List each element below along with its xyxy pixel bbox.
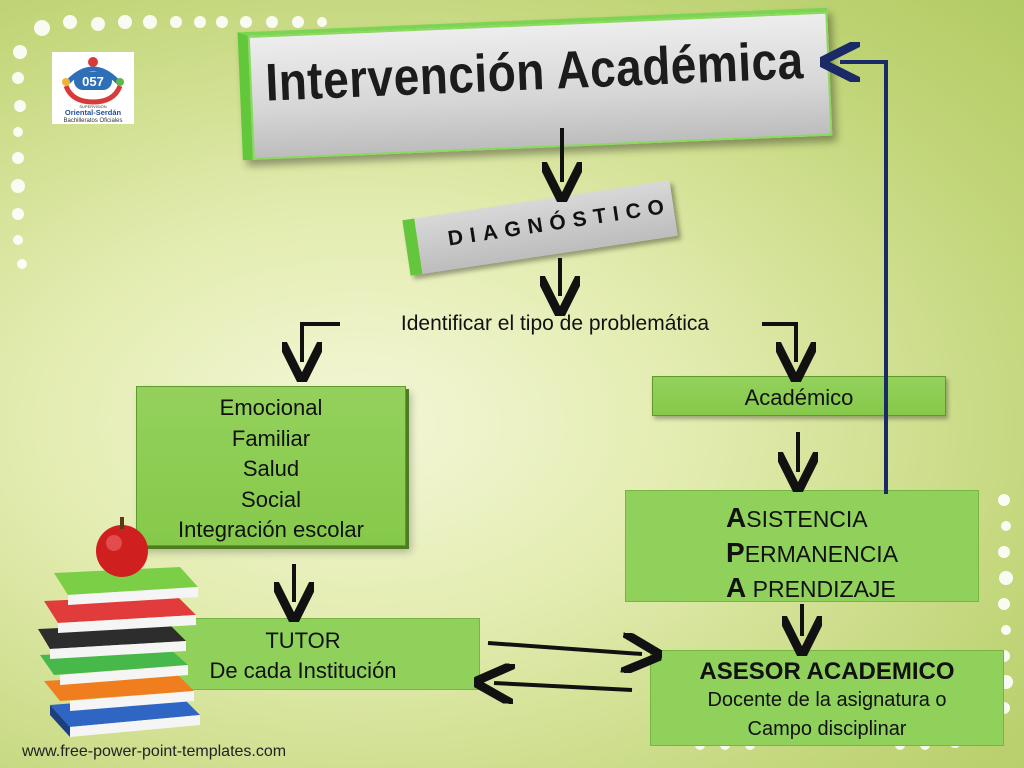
apa-initial-1: A <box>726 502 747 533</box>
apa-initial-2: P <box>726 537 745 568</box>
asistencia-permanencia-aprendizaje-box: ASISTENCIA PERMANENCIA A PRENDIZAJE <box>625 490 979 603</box>
factor-salud: Salud <box>242 456 300 481</box>
factor-emocional: Emocional <box>219 395 323 420</box>
logo-name: Oriental-Serdán <box>65 108 122 117</box>
factor-familiar: Familiar <box>231 425 311 451</box>
book-stack-icon <box>38 567 200 737</box>
apa-line-1: ASISTENCIA <box>726 501 978 536</box>
footer-url: www.free-power-point-templates.com <box>22 743 287 760</box>
apa-rest-3: PRENDIZAJE <box>746 576 896 602</box>
logo-small-text: SUPERVISIÓN <box>79 104 106 109</box>
apa-line-3: A PRENDIZAJE <box>726 571 978 606</box>
books-apple-illustration <box>38 517 200 737</box>
academico-box: Académico <box>652 376 946 416</box>
tutor-subtitle: De cada Institución <box>209 658 397 683</box>
tutor-title: TUTOR <box>265 628 341 653</box>
arrow-identify-to-academico <box>762 322 796 362</box>
logo: 057 SUPERVISIÓN Oriental-Serdán Bachille… <box>52 52 134 124</box>
feedback-arrow-to-title <box>840 62 888 494</box>
asesor-title: ASESOR ACADEMICO <box>699 658 955 685</box>
arrow-tutor-to-asesor <box>487 643 642 654</box>
asesor-line-1: Docente de la asignatura o <box>707 689 947 711</box>
logo-number: 057 <box>82 74 104 89</box>
academico-label: Académico <box>744 385 854 410</box>
asesor-box: ASESOR ACADEMICO Docente de la asignatur… <box>650 650 1004 746</box>
arrow-asesor-to-tutor <box>494 683 633 690</box>
logo-subtitle: Bachilleratos Oficiales <box>63 118 122 124</box>
non-academic-factors-box: Emocional Familiar Salud Social Integrac… <box>136 386 406 546</box>
apa-initial-3: A <box>726 572 747 603</box>
tutor-box: TUTOR De cada Institución <box>126 618 480 690</box>
identify-problem-label: Identificar el tipo de problemática <box>400 312 710 335</box>
apa-rest-1: SISTENCIA <box>746 506 868 532</box>
apa-rest-2: ERMANENCIA <box>744 541 899 567</box>
apple-icon <box>96 517 148 577</box>
apa-line-2: PERMANENCIA <box>726 536 978 571</box>
factor-integracion-escolar: Integración escolar <box>178 517 364 542</box>
logo-emblem-icon: 057 SUPERVISIÓN Oriental-Serdán Bachille… <box>62 57 124 124</box>
arrow-identify-to-left <box>302 322 340 362</box>
factor-social: Social <box>241 486 301 512</box>
asesor-line-2: Campo disciplinar <box>747 718 907 740</box>
